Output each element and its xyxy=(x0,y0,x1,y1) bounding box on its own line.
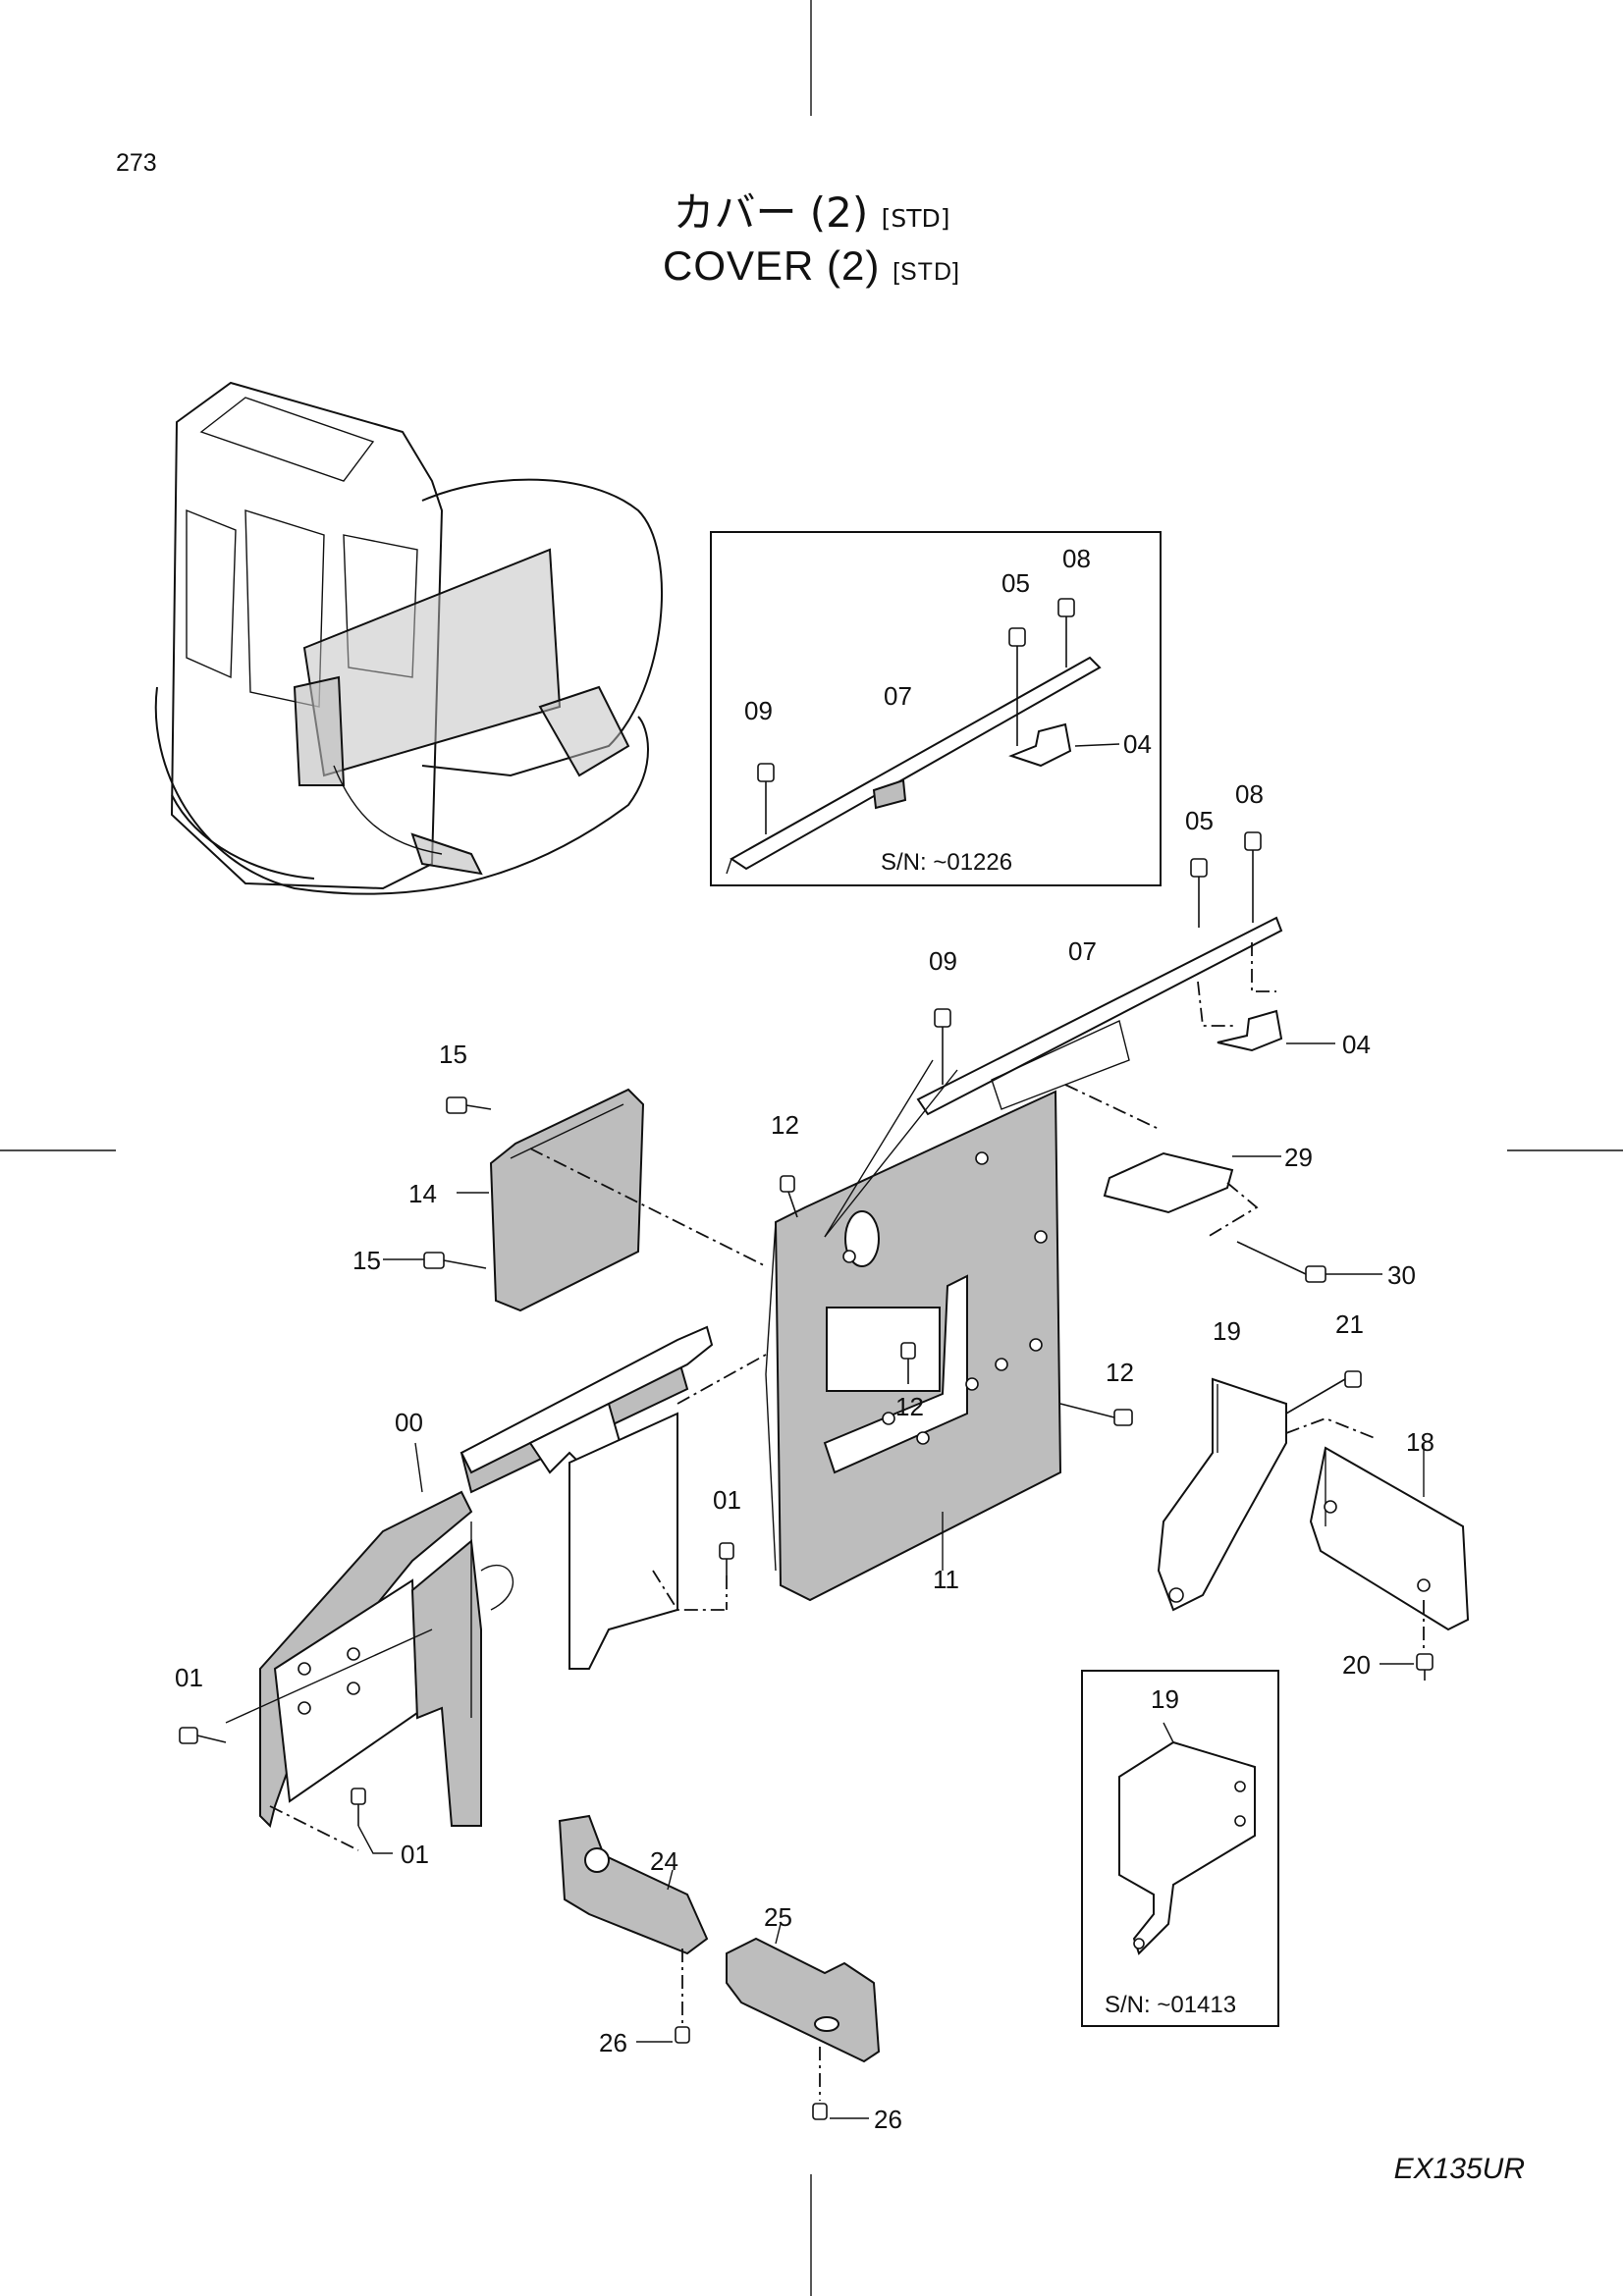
callout-08: 08 xyxy=(1235,779,1264,809)
bracket-18 xyxy=(1309,1443,1470,1681)
callout-25: 25 xyxy=(764,1902,792,1932)
callout-15-bottom: 15 xyxy=(352,1246,381,1275)
title-japanese-text: カバー (2) xyxy=(673,188,869,237)
callout-30: 30 xyxy=(1387,1260,1416,1290)
callout-00: 00 xyxy=(395,1408,423,1437)
title-english-tag: [STD] xyxy=(893,258,960,286)
callout-21: 21 xyxy=(1335,1309,1364,1339)
title-japanese: カバー (2) [STD] xyxy=(0,192,1623,234)
callout-07-inset: 07 xyxy=(884,681,912,711)
model-code: EX135UR xyxy=(1393,2153,1525,2185)
callout-14: 14 xyxy=(408,1179,437,1208)
inset-top-box xyxy=(710,531,1162,886)
callout-05-inset: 05 xyxy=(1001,568,1030,598)
callout-19: 19 xyxy=(1213,1316,1241,1346)
inset-bottom-box xyxy=(1081,1670,1279,2027)
callout-12-top: 12 xyxy=(771,1110,799,1140)
callout-26-left: 26 xyxy=(599,2028,627,2057)
callout-12-center: 12 xyxy=(895,1392,924,1421)
machine-overview xyxy=(154,381,663,895)
callout-09-inset: 09 xyxy=(744,696,773,725)
callout-07: 07 xyxy=(1068,936,1097,966)
callout-15-top: 15 xyxy=(439,1040,467,1069)
callout-09: 09 xyxy=(929,946,957,976)
callout-29: 29 xyxy=(1284,1143,1313,1172)
callout-11: 11 xyxy=(933,1565,959,1594)
inset-bottom-note: S/N: ~01413 xyxy=(1105,1992,1236,2018)
callout-05: 05 xyxy=(1185,806,1214,835)
bracket-24 xyxy=(558,1814,709,2044)
callout-19-inset: 19 xyxy=(1151,1684,1179,1714)
callout-08-inset: 08 xyxy=(1062,544,1091,573)
callout-04: 04 xyxy=(1342,1030,1371,1059)
page-number: 273 xyxy=(116,149,157,177)
callout-01-left: 01 xyxy=(175,1663,203,1692)
bracket-19 xyxy=(1157,1370,1376,1612)
bracket-25 xyxy=(726,1923,881,2120)
inset-top-note: S/N: ~01226 xyxy=(881,849,1012,876)
callout-01-bottom: 01 xyxy=(401,1840,429,1869)
callout-12-right: 12 xyxy=(1106,1358,1134,1387)
callout-18: 18 xyxy=(1406,1427,1434,1457)
callout-26-right: 26 xyxy=(874,2105,902,2134)
rail-assembly xyxy=(916,831,1335,1116)
bolts-01 xyxy=(179,1542,734,1826)
title-english-text: COVER (2) xyxy=(663,242,881,289)
frame-00 xyxy=(225,1325,767,1828)
callout-01-center: 01 xyxy=(713,1485,741,1515)
callout-24: 24 xyxy=(650,1846,678,1876)
bracket-29 xyxy=(1064,1084,1382,1283)
cover-plate-11 xyxy=(765,1059,1062,1602)
title-english: COVER (2) [STD] xyxy=(0,245,1623,287)
cover-14 xyxy=(383,1088,767,1312)
callout-20: 20 xyxy=(1342,1650,1371,1680)
title-japanese-tag: [STD] xyxy=(881,204,950,233)
callout-04-inset: 04 xyxy=(1123,729,1152,759)
